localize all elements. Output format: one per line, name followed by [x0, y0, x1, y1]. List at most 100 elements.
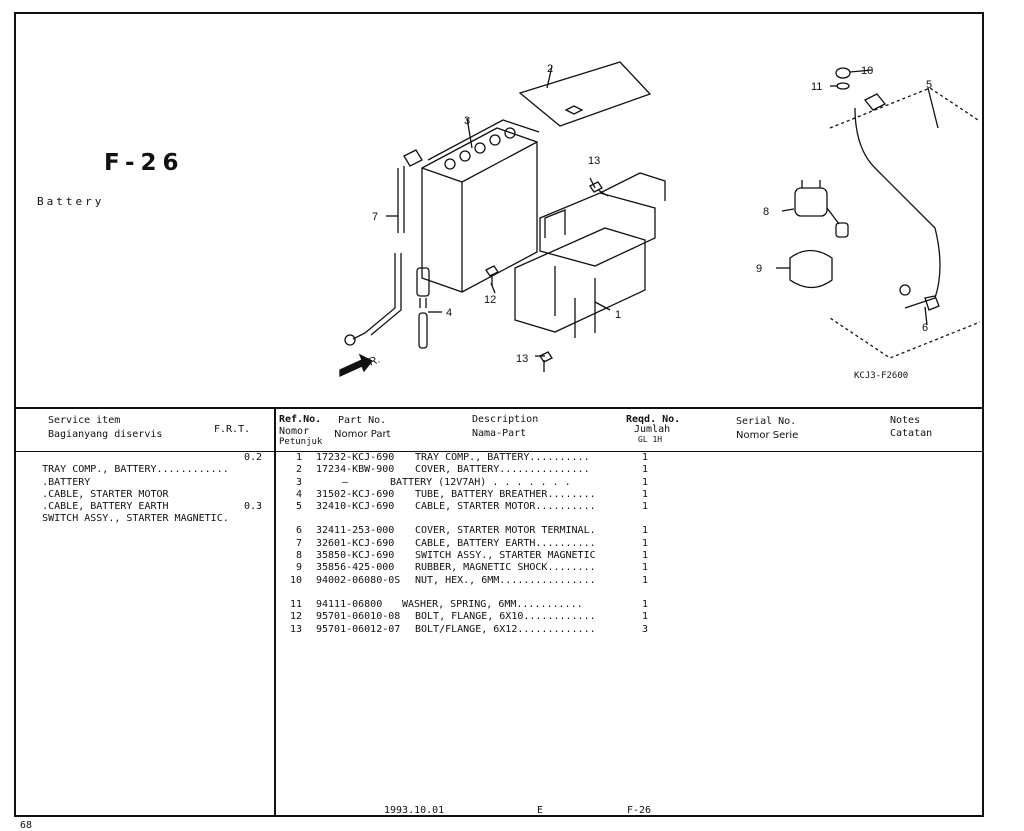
callout-4: 4 — [446, 307, 452, 319]
service-item: .CABLE, STARTER MOTOR — [18, 477, 272, 500]
callout-1: 1 — [615, 309, 621, 321]
callout-labels: 1 2 3 4 5 6 7 8 9 10 11 12 13 13 FR. KCJ… — [361, 63, 932, 381]
callout-7: 7 — [372, 211, 378, 223]
part-no: 32410-KCJ-690 — [316, 501, 395, 513]
ref-no: 11 — [289, 598, 302, 610]
part-description: CABLE, BATTERY EARTH.......... — [415, 537, 596, 549]
callout-13b: 13 — [516, 353, 528, 365]
hdr-part-no-id: Nomor Part — [334, 429, 391, 440]
table-row: 3—BATTERY (12V7AH) . . . . . . .1 — [282, 477, 682, 489]
hdr-notes: Notes — [890, 415, 921, 426]
part-qty: 1 — [642, 537, 649, 549]
part-no: 17234-KBW-900 — [316, 464, 395, 476]
part-qty: 1 — [642, 525, 649, 537]
part-description: BOLT/FLANGE, 6X12............. — [415, 623, 596, 635]
ref-no: 6 — [295, 525, 302, 537]
service-item-name: .CABLE, BATTERY EARTH — [42, 501, 169, 513]
page-code: F-26 — [104, 150, 185, 176]
part-qty: 1 — [642, 598, 649, 610]
ref-no: 10 — [289, 574, 302, 586]
table-row: 12 95701-06010-08 BOLT, FLANGE, 6X10......… — [282, 611, 682, 623]
hdr-reqd-no: Reqd. No. — [626, 414, 681, 425]
footer-date: 1993.10.01 — [384, 805, 445, 816]
table-row: 7 32601-KCJ-690 CABLE, BATTERY EARTH......… — [282, 538, 682, 550]
table-row: 1 17232-KCJ-690 TRAY COMP., BATTERY.......… — [282, 452, 682, 464]
callout-8: 8 — [763, 206, 769, 218]
page-number: 68 — [20, 820, 33, 831]
callout-3: 3 — [464, 115, 470, 127]
ref-no: 3 — [295, 476, 302, 488]
part-no: 32411-253-000 — [316, 525, 395, 537]
hdr-service-item-id: Bagianyang diservis — [48, 429, 163, 440]
hdr-service-item: Service item — [48, 415, 121, 426]
part-description: TUBE, BATTERY BREATHER........ — [415, 488, 596, 500]
parts-list: 1 17232-KCJ-690 TRAY COMP., BATTERY.......… — [282, 452, 682, 636]
part-description: NUT, HEX., 6MM................ — [415, 574, 596, 586]
part-no: 35850-KCJ-690 — [316, 550, 395, 562]
hdr-description: Description — [472, 414, 539, 425]
callout-9: 9 — [756, 263, 762, 275]
service-item: TRAY COMP., BATTERY............ 0.2 — [18, 452, 272, 475]
service-item: .CABLE, BATTERY EARTH — [18, 489, 272, 512]
hdr-ref-no-id2: Petunjuk — [279, 437, 323, 447]
service-item-name: TRAY COMP., BATTERY............ — [42, 464, 229, 476]
callout-2: 2 — [547, 63, 553, 75]
table-row: 11 94111-06800 WASHER, SPRING, 6MM........… — [282, 599, 682, 611]
hdr-notes-id: Catatan — [890, 428, 933, 439]
part-description: BOLT, FLANGE, 6X10............ — [415, 611, 596, 623]
ref-no: 4 — [295, 488, 302, 500]
service-item: .BATTERY — [18, 464, 272, 488]
table-row: 8 35850-KCJ-690 SWITCH ASSY., STARTER MAGN… — [282, 550, 682, 562]
part-description: TRAY COMP., BATTERY.......... — [415, 452, 590, 463]
part-no: 95701-06010-08 — [316, 611, 401, 623]
part-qty: 1 — [642, 611, 649, 623]
service-item: SWITCH ASSY., STARTER MAGNETIC. 0.3 — [18, 501, 272, 524]
part-qty: 1 — [642, 562, 649, 574]
page-frame — [14, 12, 984, 817]
callout-11: 11 — [811, 81, 822, 93]
part-no: 94002-06080-0S — [316, 574, 401, 586]
exploded-view-diagram: 1 2 3 4 5 6 7 8 9 10 11 12 13 13 FR. KCJ… — [339, 61, 980, 381]
part-qty: 1 — [642, 550, 649, 562]
part-qty: 1 — [642, 464, 649, 476]
hdr-reqd-no-id: Jumlah — [634, 424, 671, 435]
part-description: SWITCH ASSY., STARTER MAGNETIC — [415, 550, 596, 562]
header-divider — [14, 451, 984, 452]
part-no: 35856-425-000 — [316, 562, 395, 574]
fr-label: FR. — [361, 353, 382, 370]
hdr-frt: F.R.T. — [214, 424, 251, 435]
part-no: 31502-KCJ-690 — [316, 488, 395, 500]
part-qty: 1 — [642, 488, 649, 500]
part-qty: 1 — [642, 574, 649, 586]
service-items-list: TRAY COMP., BATTERY............ 0.2 .BAT… — [18, 452, 272, 524]
part-description: WASHER, SPRING, 6MM........... — [402, 598, 583, 610]
part-no: 32601-KCJ-690 — [316, 537, 395, 549]
hdr-ref-no: Ref.No. — [279, 414, 322, 425]
callout-13a: 13 — [588, 155, 600, 167]
table-row: 4 31502-KCJ-690 TUBE, BATTERY BREATHER....… — [282, 489, 682, 501]
part-description: COVER, STARTER MOTOR TERMINAL. — [415, 525, 596, 537]
ref-no: 7 — [295, 537, 302, 549]
hdr-ref-no-id1: Nomor — [279, 426, 310, 437]
part-qty: 1 — [642, 476, 649, 488]
table-row: 10 94002-06080-0S NUT, HEX., 6MM..........… — [282, 575, 682, 587]
callout-5: 5 — [926, 79, 932, 91]
part-no: 94111-06800 — [316, 598, 383, 610]
footer-edition: E — [537, 805, 544, 816]
ref-no: 8 — [295, 550, 302, 562]
section-divider — [14, 407, 984, 409]
part-description: CABLE, STARTER MOTOR.......... — [415, 501, 596, 513]
service-item-frt: 0.3 — [243, 501, 262, 513]
part-description: BATTERY (12V7AH) . . . . . . . — [390, 476, 571, 488]
part-description: RUBBER, MAGNETIC SHOCK........ — [415, 562, 596, 574]
callout-6: 6 — [922, 322, 928, 334]
ref-no: 2 — [295, 464, 302, 476]
part-qty: 1 — [642, 452, 649, 463]
page-subtitle: Battery — [37, 195, 105, 208]
ref-no: 12 — [289, 611, 302, 623]
service-item-frt: 0.2 — [243, 452, 262, 463]
part-no: 17232-KCJ-690 — [316, 452, 395, 463]
hdr-reqd-model: GL 1H — [638, 435, 663, 444]
